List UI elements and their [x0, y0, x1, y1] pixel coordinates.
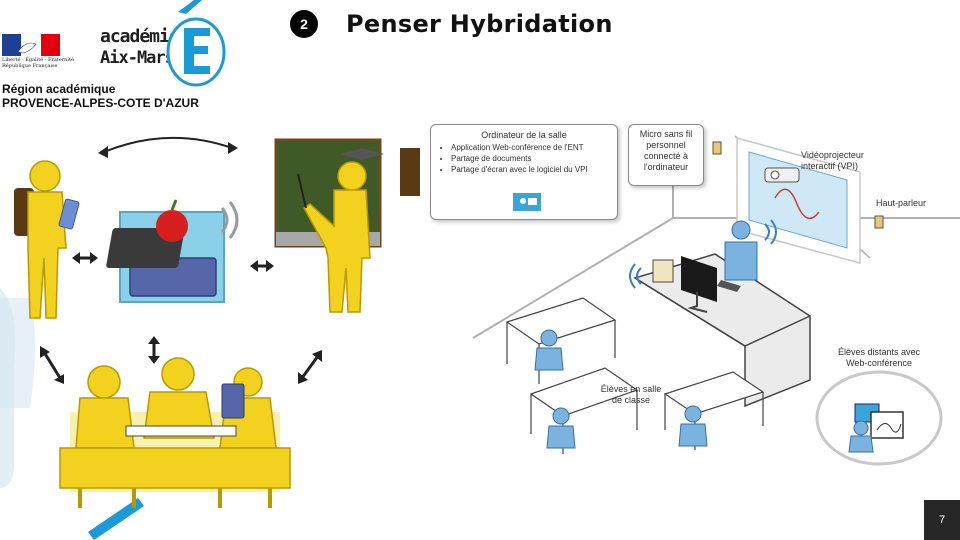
label-line: Élèves en salle	[600, 384, 662, 394]
wifi-icon	[629, 219, 777, 289]
callout-list: Application Web-conférence de l'ENT Part…	[431, 142, 617, 175]
motto-line: Liberté · Égalité · Fraternité	[2, 57, 74, 63]
teacher-person	[724, 220, 758, 281]
region-label: Région académique	[2, 82, 116, 96]
group-work-figures	[59, 357, 291, 508]
callout-line: Micro sans fil	[639, 129, 693, 139]
remote-students-bubble	[815, 370, 943, 466]
list-item: Partage d'écran avec le logiciel du VPI	[451, 164, 617, 175]
page-number: 7	[924, 500, 960, 540]
remote-students-label: Élèves distants avec Web-conférence	[838, 347, 920, 369]
list-item: Application Web-conférence de l'ENT	[451, 142, 617, 153]
webconference-icon	[513, 193, 541, 211]
label-line: Vidéoprojecteur	[801, 150, 864, 160]
academy-name: académie	[100, 26, 180, 47]
speaker-icon	[874, 215, 884, 229]
teacher-figure	[297, 148, 384, 313]
french-flag-icon	[2, 34, 60, 56]
tablet-icon	[221, 383, 245, 419]
callout-line: connecté à	[643, 151, 689, 161]
speaker-label: Haut-parleur	[876, 198, 927, 208]
label-line: interactif (VPI)	[801, 161, 859, 171]
wifi-icon	[220, 201, 239, 239]
computer-callout: Ordinateur de la salle Application Web-c…	[430, 124, 618, 220]
motto-line: République Française	[2, 63, 58, 69]
republic-motto: Liberté · Égalité · Fraternité Républiqu…	[2, 57, 74, 69]
academy-e-logo	[166, 0, 226, 87]
step-badge: 2	[290, 10, 318, 38]
exchange-arrow	[103, 137, 233, 153]
list-item: Partage de documents	[451, 153, 617, 164]
computer-icon	[652, 256, 741, 313]
student-desk	[529, 367, 639, 454]
speaker-icon	[712, 141, 722, 155]
decorative-stripe	[88, 498, 144, 540]
callout-line: l'ordinateur	[643, 162, 689, 172]
projector-icon	[764, 167, 800, 183]
student-desk	[505, 297, 617, 384]
label-line: Web-conférence	[846, 358, 912, 368]
callout-heading: Ordinateur de la salle	[481, 130, 567, 140]
classroom-students-label: Élèves en salle de classe	[598, 384, 664, 406]
region-name: PROVENCE-ALPES-COTE D'AZUR	[2, 96, 199, 110]
label-line: Élèves distants avec	[838, 347, 921, 357]
projector-label: Vidéoprojecteur interactif (VPI)	[801, 150, 864, 172]
label-line: de classe	[611, 395, 651, 405]
callout-line: personnel	[646, 140, 686, 150]
microphone-callout: Micro sans fil personnel connecté à l'or…	[628, 124, 704, 186]
hybrid-classroom-diagram	[472, 135, 960, 466]
collaboration-illustration	[0, 108, 420, 540]
mortarboard-icon	[340, 148, 384, 160]
page-title: Penser Hybridation	[346, 10, 613, 38]
apple-book-icon	[106, 199, 225, 303]
student-desk	[663, 371, 765, 450]
student-tablet-figure	[14, 160, 80, 319]
